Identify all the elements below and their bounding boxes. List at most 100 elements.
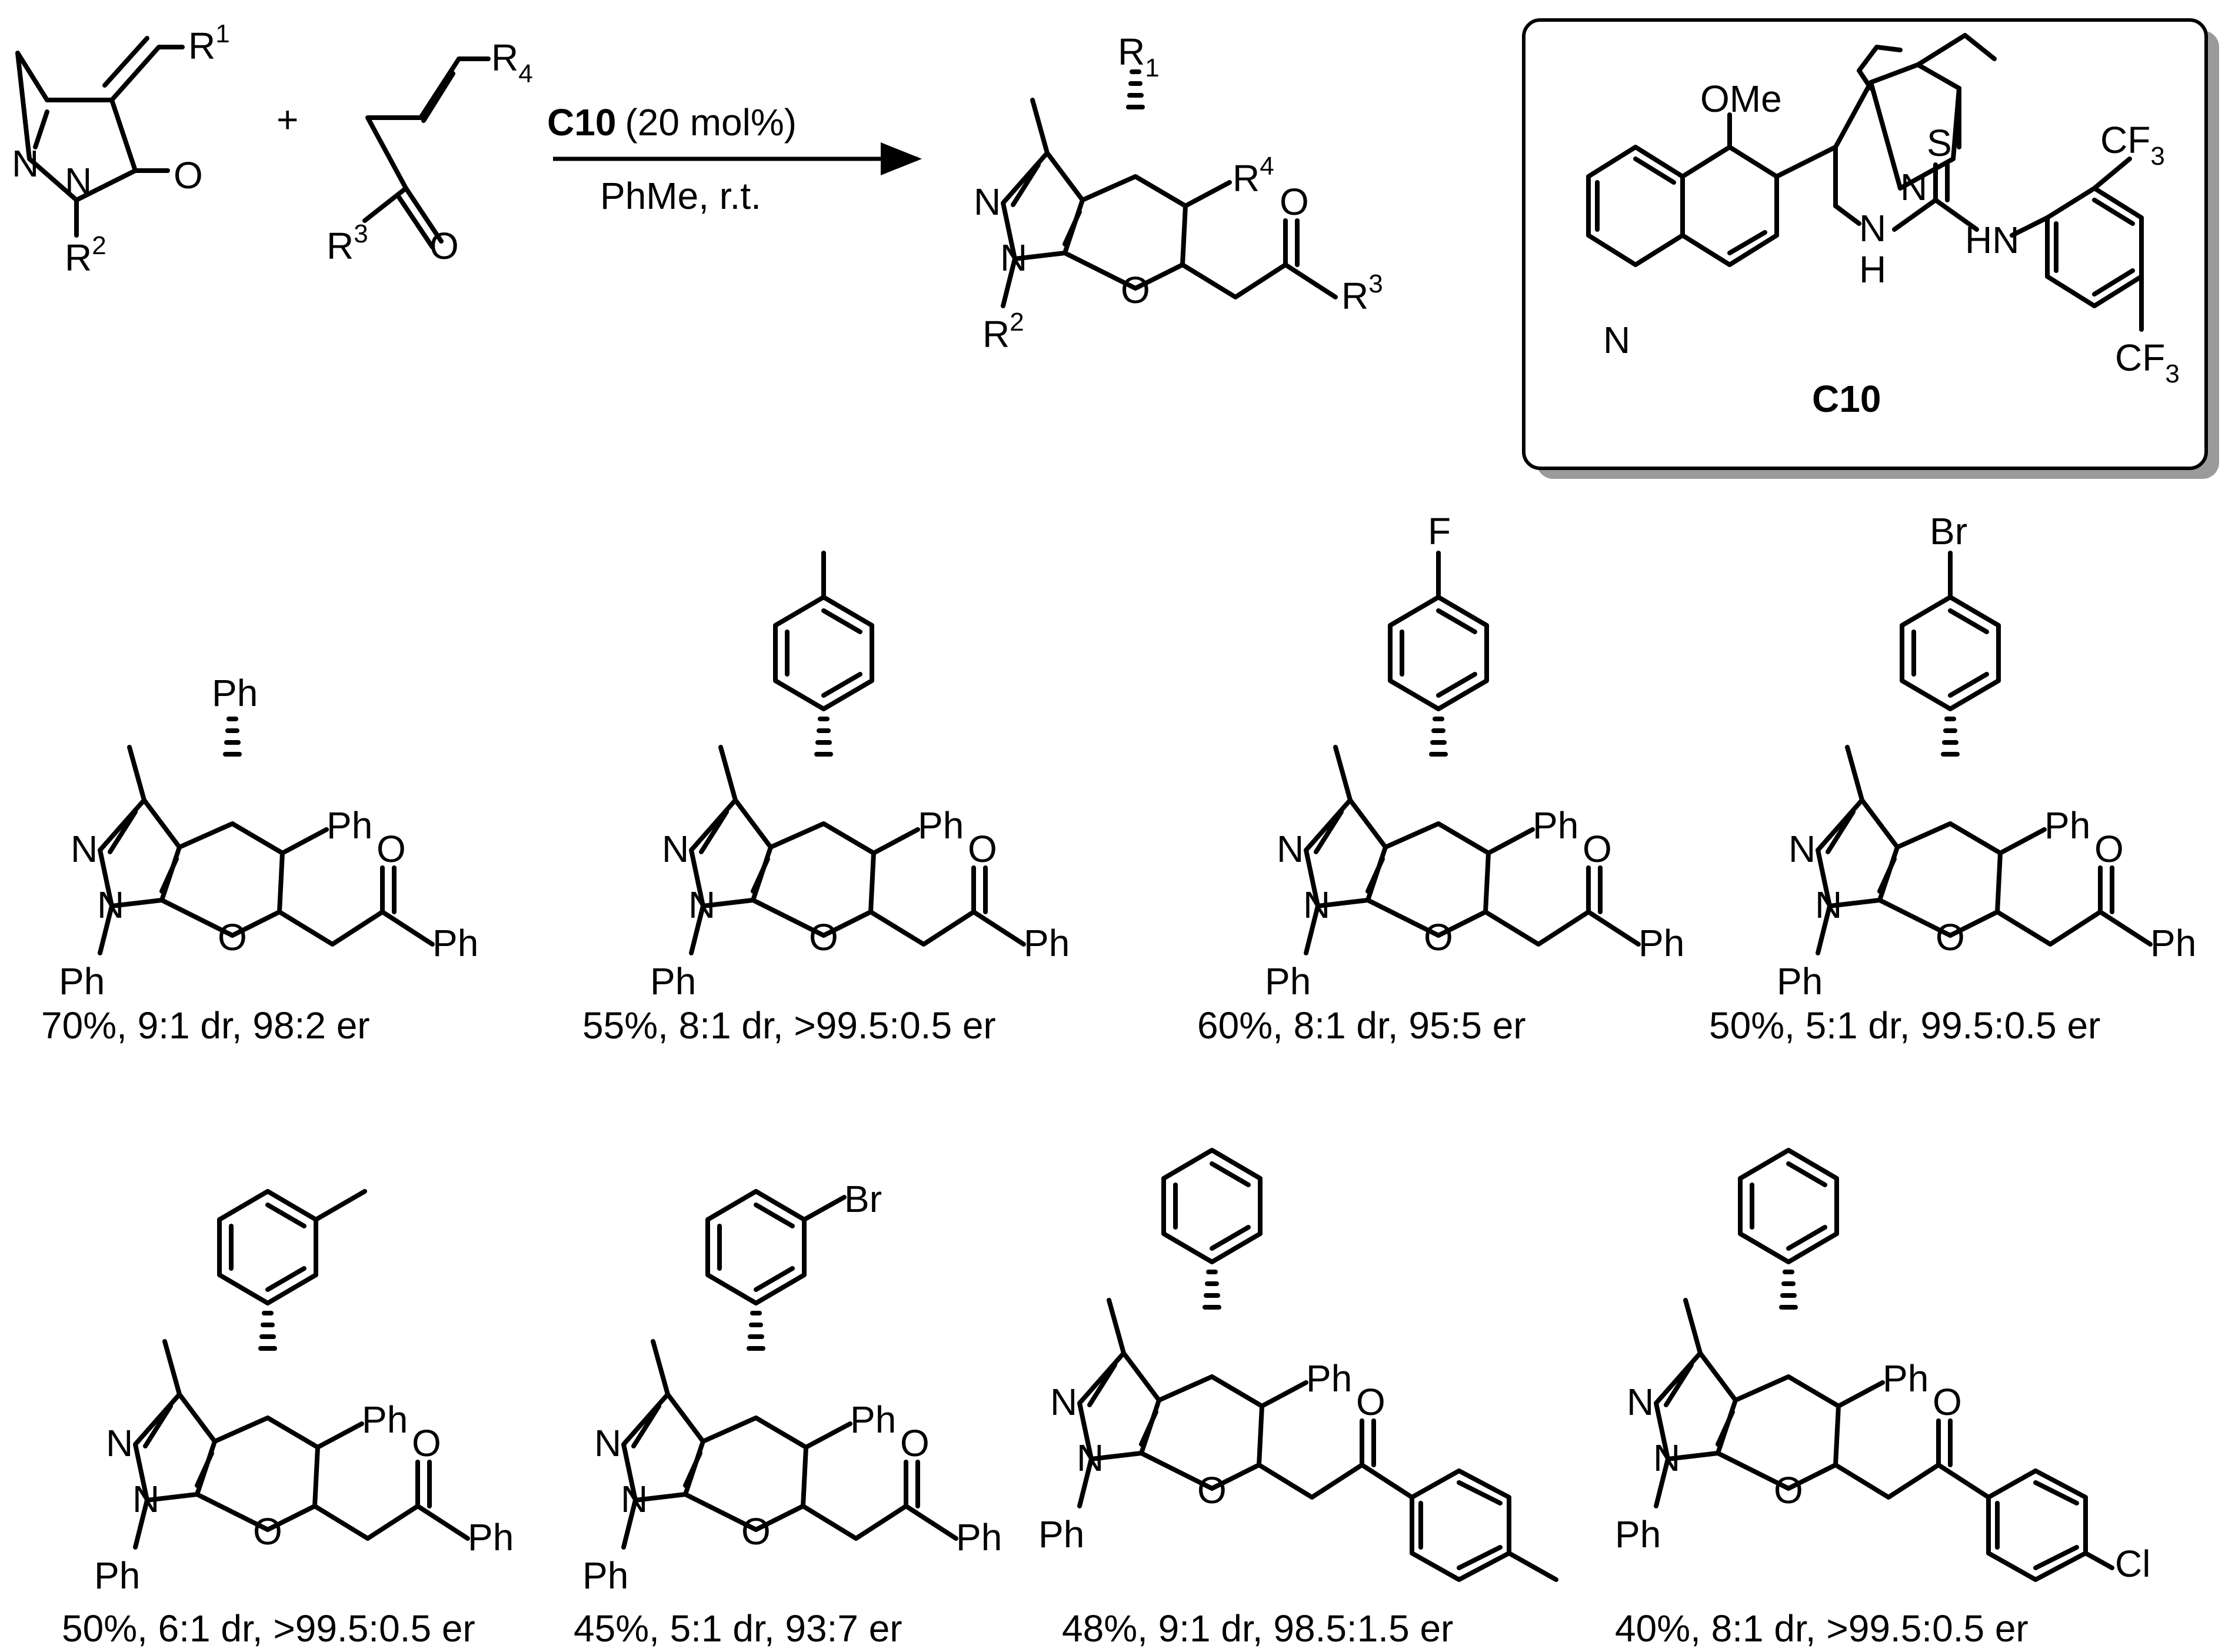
catalyst-ome: OMe xyxy=(1700,78,1782,120)
substrate1-n: N xyxy=(12,142,39,185)
p3-n: N xyxy=(1277,828,1304,870)
p8-n-ph: Ph xyxy=(1615,1513,1661,1556)
p4-n: N xyxy=(1788,828,1816,870)
p1-o-ketone: O xyxy=(377,828,406,870)
p6-sub5: Ph xyxy=(850,1398,896,1441)
arrow-conditions: PhMe, r.t. xyxy=(600,175,761,217)
catalyst-nh-n: N xyxy=(1859,207,1886,249)
p5-o-ring: O xyxy=(253,1510,282,1553)
p4-o-ketone: O xyxy=(2094,828,2124,870)
p5-n-ph: Ph xyxy=(94,1554,140,1597)
product-o-ring: O xyxy=(1121,269,1150,311)
p8-o-ring: O xyxy=(1774,1469,1803,1511)
p7-n: N xyxy=(1050,1381,1077,1423)
product-4: Br Ph O O Ph N N Ph xyxy=(1777,510,2196,1002)
product-n: N xyxy=(974,181,1001,223)
general-product: R1 R4 O O R3 N N R2 xyxy=(974,31,1383,355)
catalyst-box: OMe N N S N H HN CF3 CF3 C10 xyxy=(1522,18,2219,479)
p4-caption: 50%, 5:1 dr, 99.5:0.5 er xyxy=(1709,1004,2100,1047)
catalyst-nh-h: H xyxy=(1859,248,1886,291)
p5-o-ketone: O xyxy=(412,1422,441,1464)
p1-n-ph: Ph xyxy=(59,960,105,1002)
p1-o-ring: O xyxy=(218,916,247,958)
p8-para-ketone: Cl xyxy=(2115,1543,2150,1585)
p4-sub5: Ph xyxy=(2044,804,2090,847)
p3-sub5: Ph xyxy=(1533,804,1578,847)
p8-n: N xyxy=(1627,1381,1654,1423)
p1-n: N xyxy=(71,828,98,870)
substrate1-n2: N xyxy=(65,160,92,202)
product-r2: R2 xyxy=(982,308,1024,355)
p4-o-ring: O xyxy=(1936,916,1965,958)
p7-n-ph: Ph xyxy=(1038,1513,1084,1556)
p3-o-ring: O xyxy=(1424,916,1453,958)
p3-n2: N xyxy=(1303,884,1330,926)
p1-sub5: Ph xyxy=(327,804,372,847)
substrate1-r1: R1 xyxy=(188,19,230,67)
catalyst-cf3-bottom: CF3 xyxy=(2115,337,2180,388)
p1-n2: N xyxy=(97,884,124,926)
p1-caption: 70%, 9:1 dr, 98:2 er xyxy=(41,1004,370,1047)
p3-ketone-ph: Ph xyxy=(1638,922,1684,964)
product-o-ketone: O xyxy=(1280,181,1309,223)
reaction-arrow: C10(20 mol%) PhMe, r.t. xyxy=(547,101,922,217)
p7-sub5: Ph xyxy=(1306,1357,1352,1400)
p5-caption: 50%, 6:1 dr, >99.5:0.5 er xyxy=(62,1607,475,1650)
p7-n2: N xyxy=(1077,1437,1104,1479)
substrate1-o: O xyxy=(174,154,203,196)
p8-sub5: Ph xyxy=(1883,1357,1928,1400)
p4-para: Br xyxy=(1930,510,1967,552)
p6-meta: Br xyxy=(844,1178,882,1220)
catalyst-n-quinoline: N xyxy=(1603,319,1630,361)
p4-n-ph: Ph xyxy=(1777,960,1823,1002)
p6-ketone-ph: Ph xyxy=(956,1516,1002,1558)
p1-ketone-ph: Ph xyxy=(432,922,478,964)
p6-n-ph: Ph xyxy=(582,1554,628,1597)
catalyst-s: S xyxy=(1927,122,1952,164)
p4-n2: N xyxy=(1815,884,1842,926)
catalyst-name: C10 xyxy=(1812,378,1881,420)
product-r3: R3 xyxy=(1341,269,1383,317)
p5-n2: N xyxy=(132,1478,159,1520)
p6-n: N xyxy=(594,1422,621,1464)
product-2: Ph O O Ph N N Ph xyxy=(650,551,1070,1002)
p4-ketone-ph: Ph xyxy=(2150,922,2196,964)
product-7: Ph O O N N Ph xyxy=(1038,1150,1558,1582)
p2-sub5: Ph xyxy=(918,804,964,847)
p3-o-ketone: O xyxy=(1583,828,1612,870)
p2-o-ketone: O xyxy=(968,828,997,870)
p8-o-ketone: O xyxy=(1933,1381,1962,1423)
p2-n-ph: Ph xyxy=(650,960,696,1002)
p3-para: F xyxy=(1428,510,1451,552)
p2-ketone-ph: Ph xyxy=(1024,922,1070,964)
p5-n: N xyxy=(106,1422,133,1464)
product-6: Br Ph O O Ph N N Ph xyxy=(582,1178,1002,1597)
p2-o-ring: O xyxy=(809,916,838,958)
substrate1-r2: R2 xyxy=(65,231,106,279)
p6-n2: N xyxy=(621,1478,648,1520)
p7-o-ring: O xyxy=(1197,1469,1227,1511)
p2-n2: N xyxy=(688,884,715,926)
arrow-catalyst-text: C10(20 mol%) xyxy=(547,101,797,144)
substrate-enone: R4 R3 O xyxy=(327,36,533,267)
p3-caption: 60%, 8:1 dr, 95:5 er xyxy=(1197,1004,1526,1047)
p3-n-ph: Ph xyxy=(1265,960,1311,1002)
catalyst-hn: HN xyxy=(1965,219,2019,261)
p5-ketone-ph: Ph xyxy=(468,1516,514,1558)
product-r1: R1 xyxy=(1118,31,1160,82)
product-8: Cl Ph O O N N Ph xyxy=(1615,1150,2150,1585)
p8-caption: 40%, 8:1 dr, >99.5:0.5 er xyxy=(1615,1607,2029,1650)
substrate2-r4: R4 xyxy=(491,36,533,88)
p8-n2: N xyxy=(1653,1437,1680,1479)
p7-o-ketone: O xyxy=(1356,1381,1385,1423)
p2-caption: 55%, 8:1 dr, >99.5:0.5 er xyxy=(582,1004,996,1047)
product-3: F Ph O O Ph N N Ph xyxy=(1265,510,1684,1002)
p6-o-ketone: O xyxy=(900,1422,930,1464)
product-1: Ph Ph O O Ph N N Ph xyxy=(59,672,478,1002)
product-r4: R4 xyxy=(1233,152,1274,199)
substrate2-r3: R3 xyxy=(327,219,368,267)
product-n2: N xyxy=(1000,237,1027,279)
p6-caption: 45%, 5:1 dr, 93:7 er xyxy=(574,1607,902,1650)
catalyst-n-quinuclidine: N xyxy=(1900,166,1927,208)
